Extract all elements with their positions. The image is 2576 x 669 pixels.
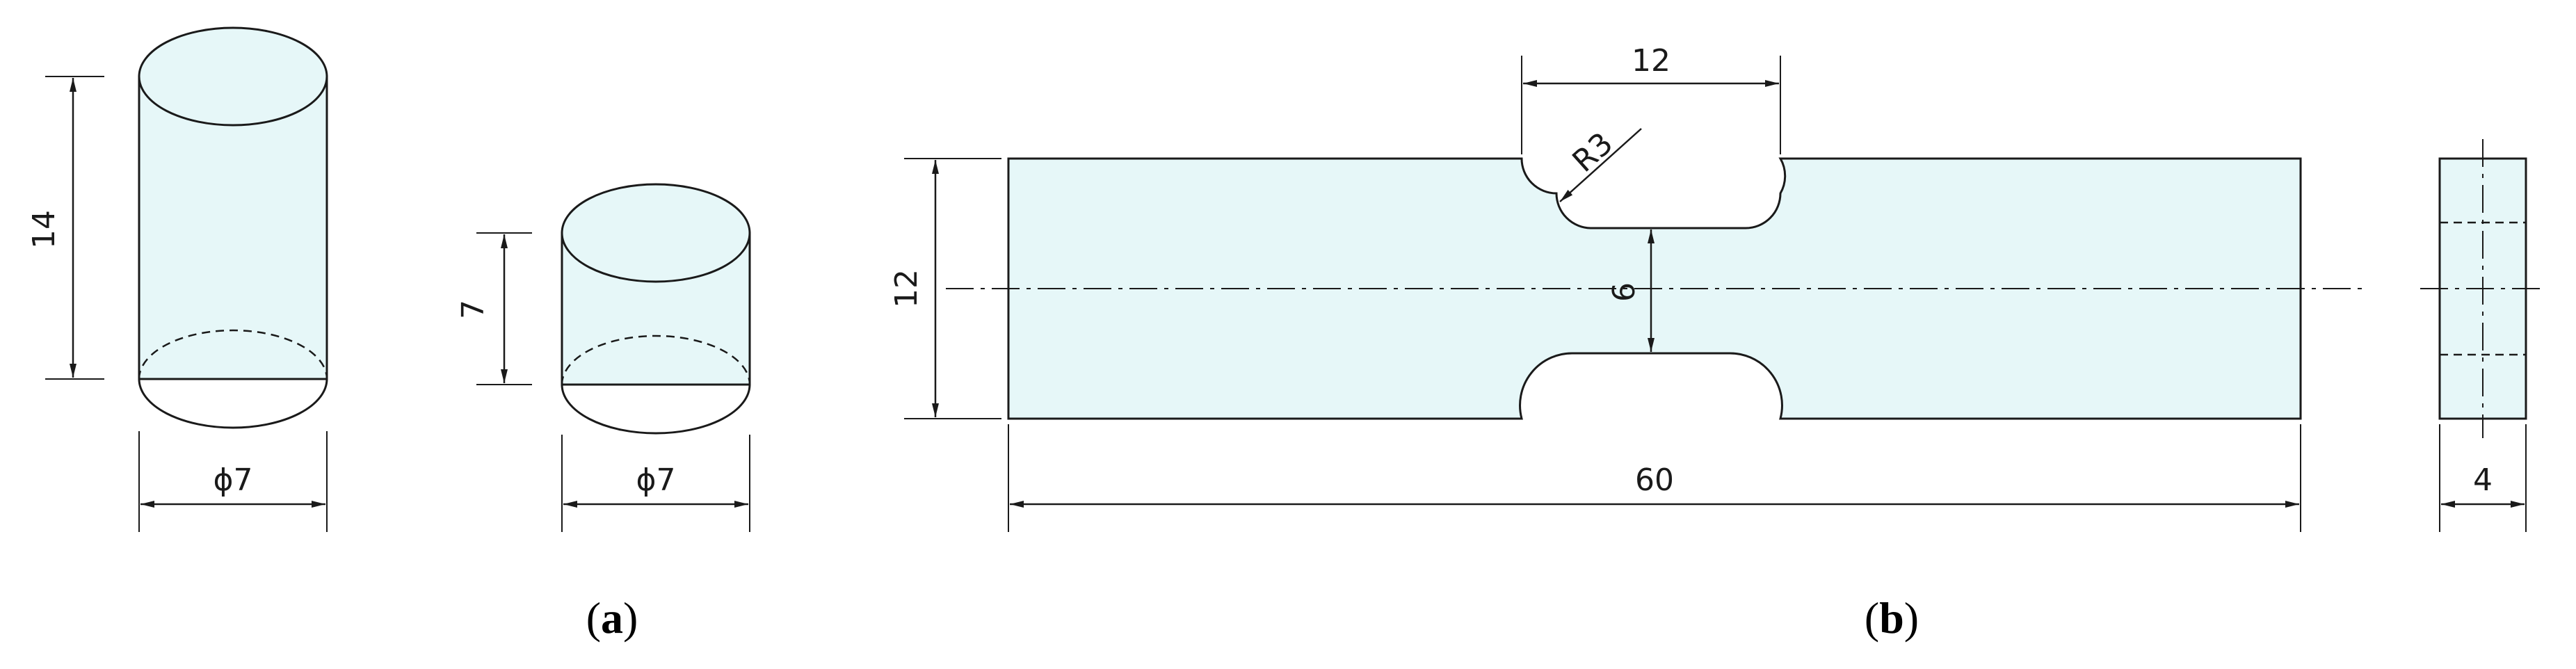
thickness-dimension: 4 <box>2439 424 2527 532</box>
tall-cylinder-height-dimension: 14 <box>26 76 104 380</box>
specimen-length-dimension: 60 <box>1008 424 2301 532</box>
short-cylinder-height-label: 7 <box>456 300 491 319</box>
tall-cylinder-diameter-dimension: ϕ7 <box>138 431 328 532</box>
neck-height-label: 6 <box>1607 282 1642 302</box>
short-cylinder-height-dimension: 7 <box>456 232 532 385</box>
notch-width-label: 12 <box>1632 43 1671 79</box>
thickness-label: 4 <box>2473 462 2493 498</box>
caption-a: (a) <box>586 593 638 643</box>
specimen-height-label: 12 <box>889 269 924 308</box>
short-cylinder-diameter-label: ϕ7 <box>636 462 675 498</box>
tall-cylinder <box>138 26 328 429</box>
specimen-height-dimension: 12 <box>889 158 1001 419</box>
caption-b: (b) <box>1865 593 1919 643</box>
specimen-length-label: 60 <box>1635 462 1674 498</box>
tall-cylinder-diameter-label: ϕ7 <box>213 462 252 498</box>
notch-radius-label: R3 <box>1565 126 1620 179</box>
short-cylinder-diameter-dimension: ϕ7 <box>561 435 750 532</box>
specimen-side-view <box>2420 139 2545 438</box>
short-cylinder <box>561 183 751 435</box>
tall-cylinder-height-label: 14 <box>26 210 62 249</box>
notch-width-dimension: 12 <box>1521 43 1781 154</box>
neck-height-dimension: 6 <box>1607 229 1655 352</box>
notch-radius-dimension: R3 <box>1559 126 1642 202</box>
